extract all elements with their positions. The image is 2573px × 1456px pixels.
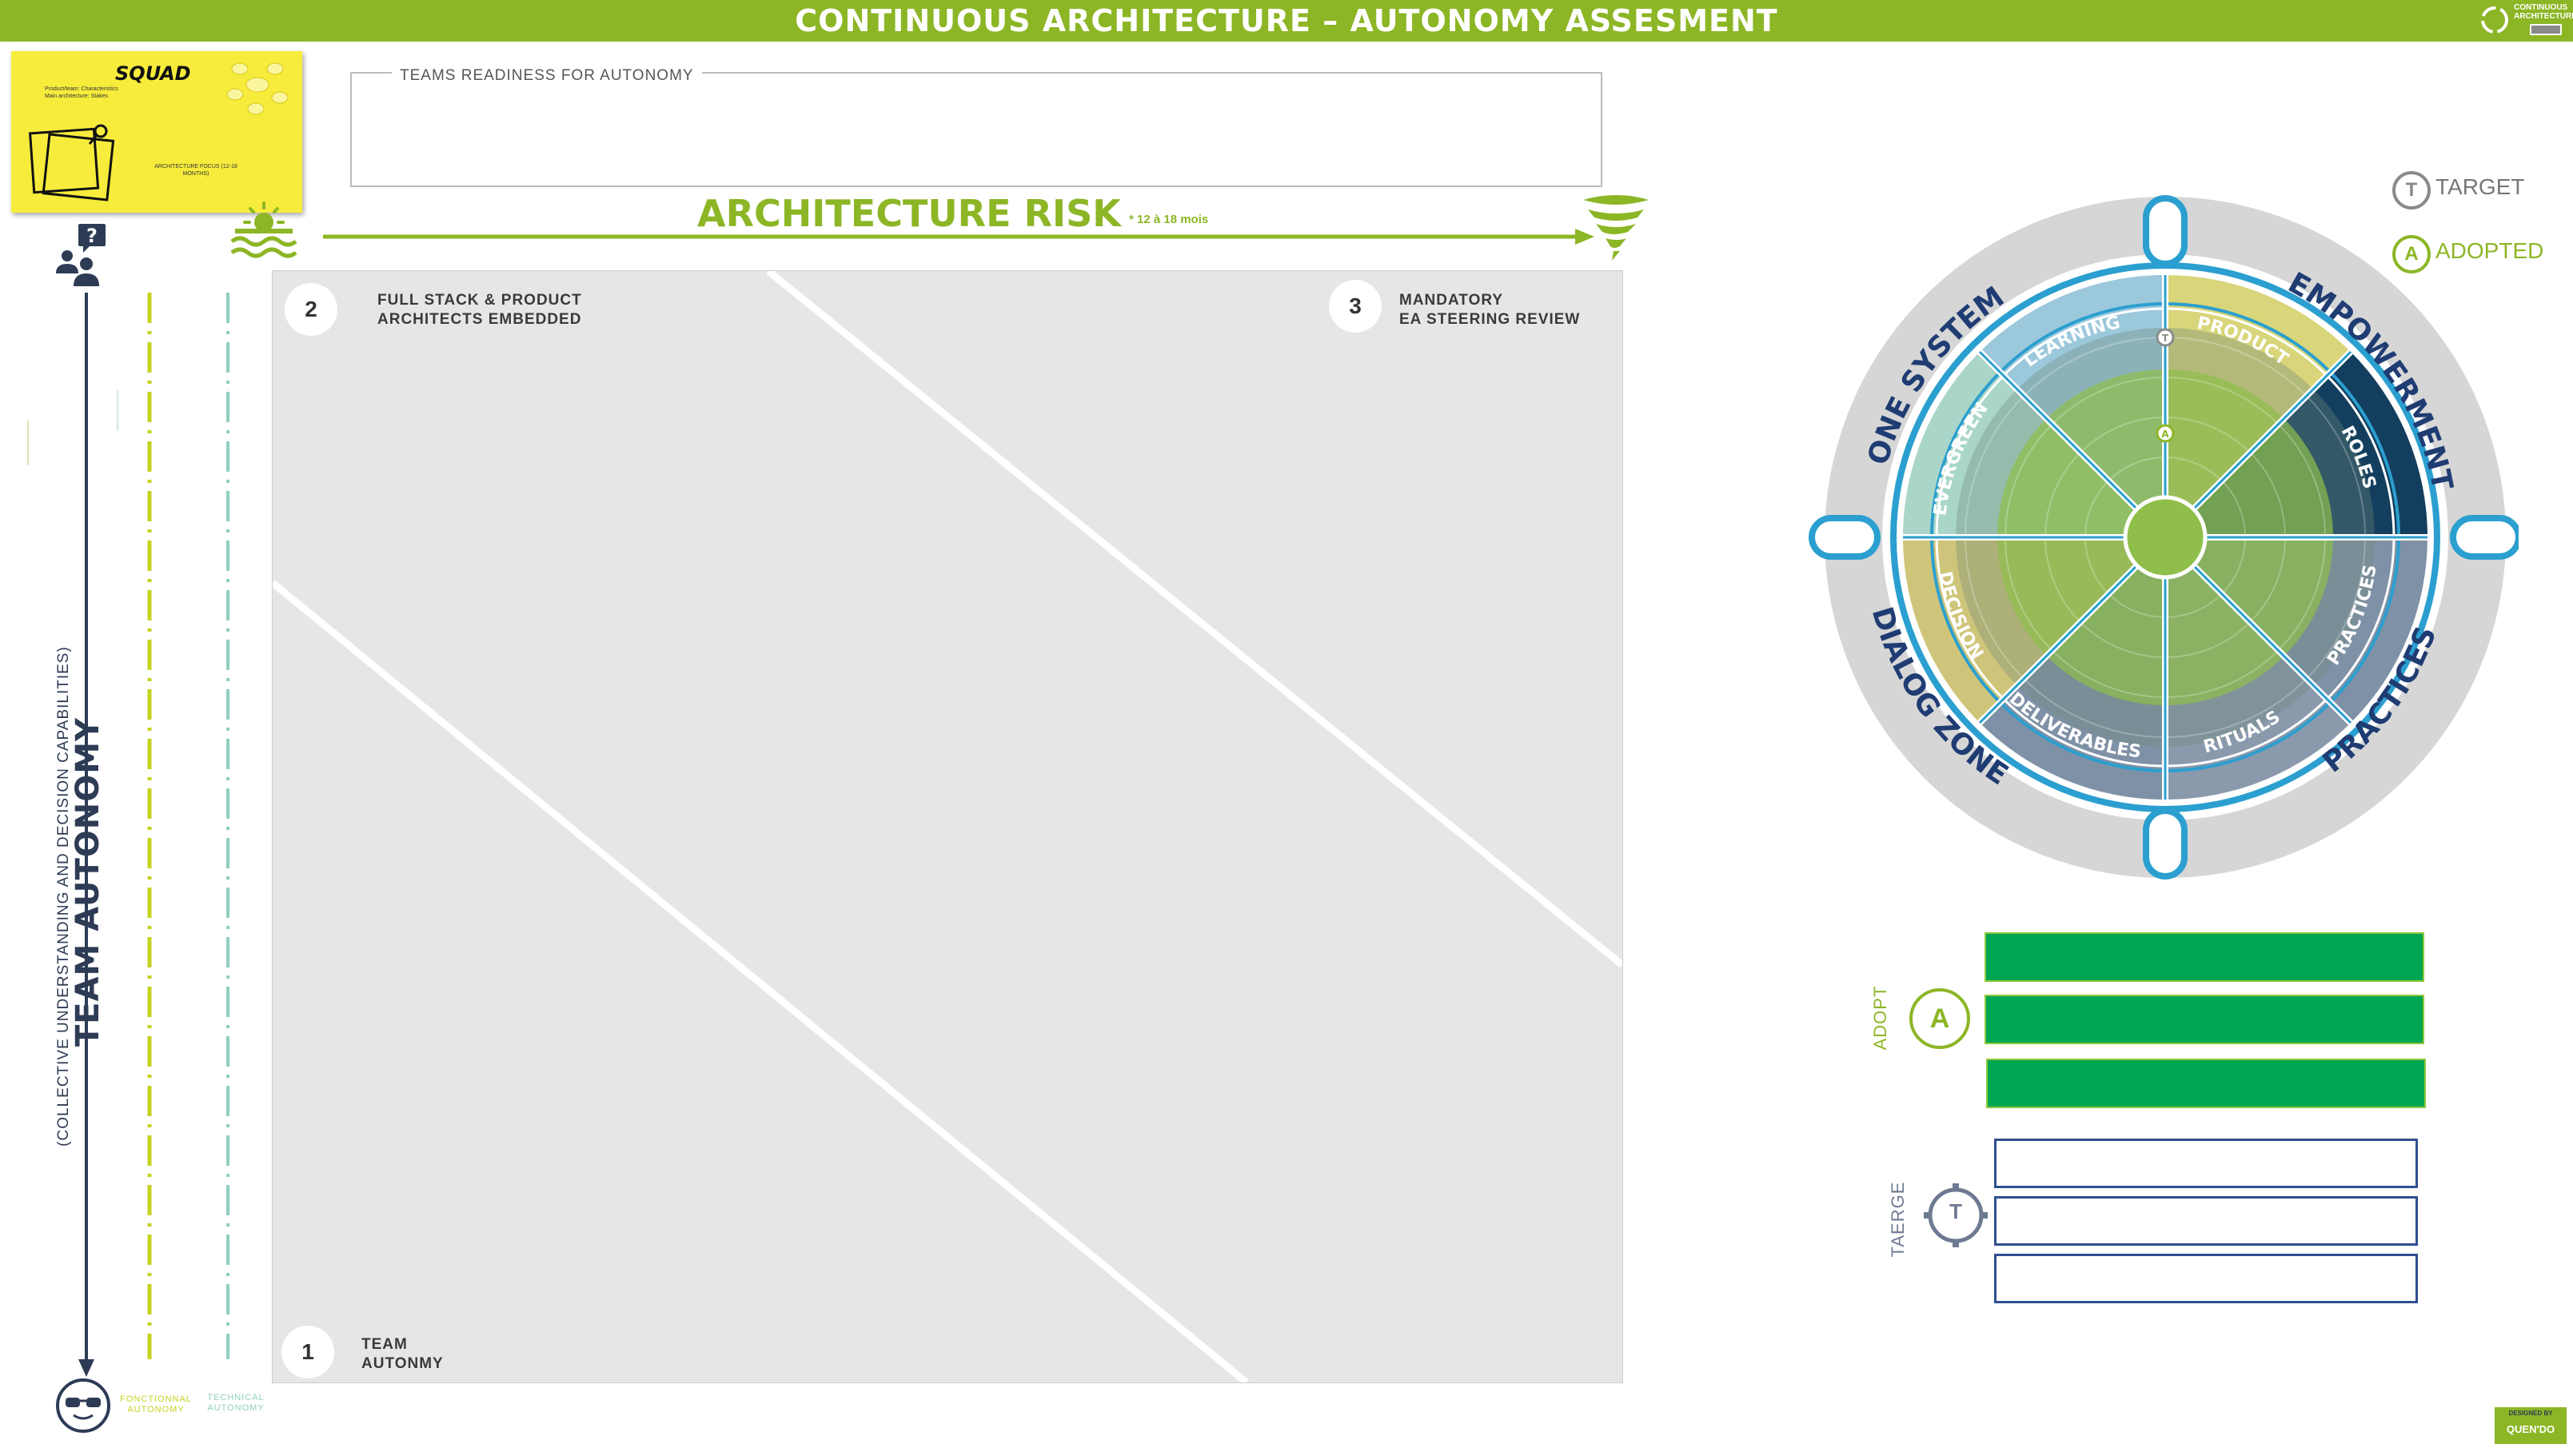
squad-line-2: Main architecture: Stakes [45,94,108,99]
axis-tick-mark [117,390,118,430]
quadrant-3-label: MANDATORY EA STEERING REVIEW [1399,292,1581,328]
wheel-target-marker[interactable] [2156,328,2175,347]
quadrant-1-number: 1 [281,1326,334,1378]
quadrant-2-number: 2 [285,283,337,336]
architecture-risk-label: ARCHITECTURE RISK [697,192,1121,235]
readiness-label: TEAMS READINESS FOR AUTONOMY [392,67,702,85]
wheel-handle-bottom[interactable] [2143,808,2188,880]
target-bar-2[interactable] [1994,1196,2418,1246]
squad-focus: ARCHITECTURE FOCUS (12-18 MONTHS) [154,164,237,177]
quadrant-2-label: FULL STACK & PRODUCT ARCHITECTS EMBEDDED [377,292,582,328]
adopt-bar-2[interactable] [1985,995,2424,1044]
axis-tick-mark [27,421,29,465]
squad-title: SQUAD [115,62,191,85]
maturity-wheel[interactable]: T A ONE SYSTEM EMPOWERMENT PRACTICES DIA… [1807,192,2519,896]
wheel-handle-right[interactable] [2450,515,2519,560]
svg-text:?: ? [86,225,98,247]
quadrant-3-number: 3 [1329,280,1382,333]
license-badge-icon [2530,24,2562,35]
team-question-icon: ? [56,224,106,286]
wheel-hub [2123,495,2208,580]
wheel-handle-left[interactable] [1809,515,1881,560]
wheel-adopted-marker-letter: A [2161,429,2169,440]
target-bar-1[interactable] [1994,1139,2418,1188]
footer-logo: QUEN'DO [2495,1407,2567,1444]
risk-arrow [323,229,1594,245]
adopt-bar-1[interactable] [1985,932,2424,982]
team-autonomy-subtitle: (COLLECTIVE UNDERSTANDING AND DECISION C… [55,646,72,1147]
readiness-box[interactable] [350,72,1602,187]
target-legend-label: TARGET [2435,174,2525,199]
sticky-notes-icon [29,124,115,201]
header-bar [0,0,2573,42]
target-icon-letter: T [1949,1199,1962,1223]
adopted-legend-label: ADOPTED [2435,238,2544,263]
calm-sun-icon [230,201,297,258]
squad-line-1: Product/team: Characteristics [45,86,118,92]
target-legend-icon: T [2392,171,2431,209]
header-logo: CONTINUOUS ARCHITECTURE [2479,2,2573,38]
wheel-target-marker-letter: T [2162,333,2169,344]
vertical-axes [78,293,229,1377]
quadrant-1-label: TEAM AUTONMY [361,1336,444,1372]
team-autonomy-title: TEAM AUTONOMY [70,716,106,1047]
recycle-icon [2481,6,2508,34]
sunglasses-face-icon [56,1378,110,1433]
architecture-risk-note: * 12 à 18 mois [1129,213,1209,226]
squad-card[interactable]: SQUAD Product/team: Characteristics Main… [11,51,302,213]
footer-designed-by: DESIGNED BY [2508,1410,2553,1417]
target-icon [1924,1183,1988,1247]
target-bar-3[interactable] [1994,1254,2418,1303]
wheel-adopted-marker[interactable] [2156,424,2175,443]
tornado-icon [1583,195,1649,261]
mind-map-icon [226,62,289,115]
page-title: CONTINUOUS ARCHITECTURE – AUTONOMY ASSES… [795,3,1778,38]
adopt-icon: A [1909,988,1970,1049]
adopt-section-label: ADOPT [1870,985,1890,1051]
target-section-label: TAERGE [1888,1181,1908,1258]
quadrant-dividers [273,271,1622,1382]
autonomy-quadrant[interactable] [272,270,1623,1383]
functional-autonomy-label: FONCTIONNAL AUTONOMY [120,1394,192,1414]
adopt-bar-3[interactable] [1986,1059,2426,1108]
technical-autonomy-label: TECHNICAL AUTONOMY [207,1393,265,1413]
wheel-handle-top[interactable] [2143,195,2188,267]
adopted-legend-icon: A [2392,235,2431,273]
